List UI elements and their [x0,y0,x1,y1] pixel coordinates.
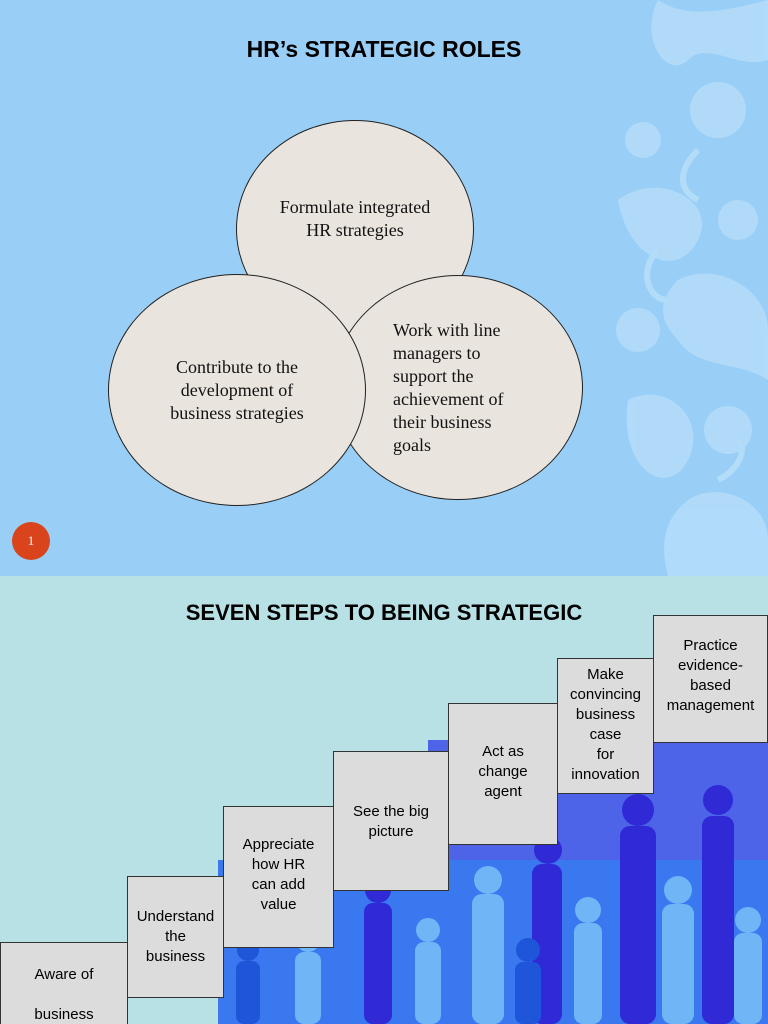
circle-contribute-business-strategies: Contribute to the development of busines… [108,274,366,506]
decorative-floral-pattern [616,0,768,576]
circle-label: Contribute to the development of busines… [170,356,304,423]
step-label: Understand the business [136,908,215,965]
step-7-evidence-based-management: Practice evidence- based management [653,615,768,743]
step-3-appreciate-hr-value: Appreciate how HR can add value [223,806,334,948]
step-4-see-the-big-picture: See the big picture [333,751,449,891]
step-5-act-as-change-agent: Act as change agent [448,703,558,845]
circle-label: Work with line managers to support the a… [393,319,504,455]
step-label: Aware of business [34,966,94,1023]
slide-title: SEVEN STEPS TO BEING STRATEGIC [185,600,583,625]
step-label: See the big picture [353,803,429,840]
slide-hr-strategic-roles: HR’s STRATEGIC ROLES Formulate integrate… [0,0,768,576]
step-1-aware-of-business: Aware of business [0,942,128,1024]
slide-title: HR’s STRATEGIC ROLES [246,36,522,62]
step-label: Practice evidence- based management [666,637,755,714]
step-6-make-business-case: Make convincing business case for innova… [557,658,654,794]
circle-work-with-line-managers: Work with line managers to support the a… [333,275,583,500]
page-number-badge: 1 [12,522,50,560]
step-label: Act as change agent [478,743,528,800]
step-label: Appreciate how HR can add value [242,836,315,913]
slide-seven-steps: SEVEN STEPS TO BEING STRATEGIC Aware of … [0,576,768,1024]
step-label: Make convincing business case for innova… [570,666,641,783]
step-2-understand-the-business: Understand the business [127,876,224,998]
circle-label: Formulate integrated HR strategies [279,197,431,240]
